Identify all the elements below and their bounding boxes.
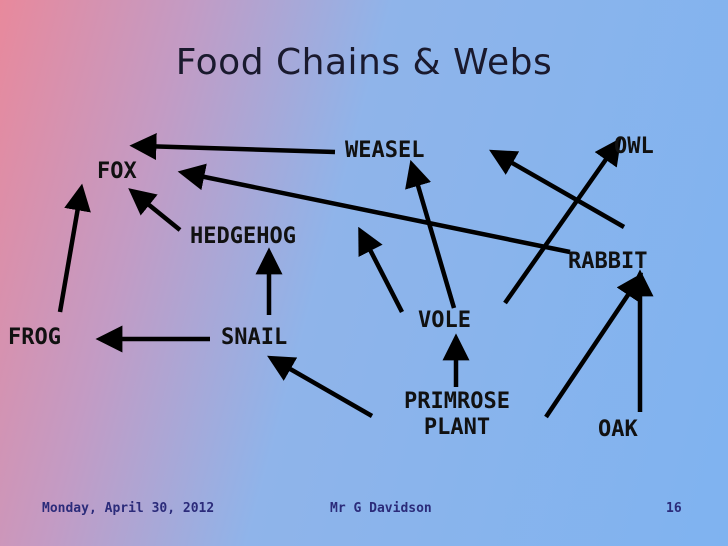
node-fox: FOX [97, 159, 137, 184]
primrose-line-2: PLANT [423, 415, 491, 441]
arrow-rabbit-to-fox [177, 163, 571, 255]
arrow-primrose-to-snail [267, 355, 374, 418]
footer-page-number: 16 [666, 501, 682, 516]
node-weasel: WEASEL [345, 138, 425, 163]
arrow-primrose-to-rabbit [544, 272, 644, 419]
arrow-vole-to-hedgehog [358, 226, 405, 314]
node-owl: OWL [614, 134, 654, 159]
arrow-weasel-to-fox [129, 132, 336, 160]
arrow-frog-to-fox [57, 183, 91, 313]
arrow-hedgehog-to-fox [128, 188, 182, 232]
arrow-vole-to-owl [503, 137, 622, 305]
node-primrose-plant: PRIMROSE PLANT [382, 390, 532, 439]
node-rabbit: RABBIT [568, 249, 648, 274]
node-vole: VOLE [418, 308, 471, 333]
primrose-line-1: PRIMROSE [404, 389, 510, 414]
arrow-rabbit-to-weasel [489, 149, 626, 229]
node-snail: SNAIL [221, 325, 288, 350]
slide-title: Food Chains & Webs [175, 42, 553, 83]
footer-author: Mr G Davidson [330, 501, 432, 516]
node-hedgehog: HEDGEHOG [190, 224, 296, 249]
footer-date: Monday, April 30, 2012 [42, 501, 215, 516]
node-oak: OAK [598, 417, 638, 442]
arrow-vole-to-weasel [405, 159, 457, 309]
node-frog: FROG [8, 325, 61, 350]
